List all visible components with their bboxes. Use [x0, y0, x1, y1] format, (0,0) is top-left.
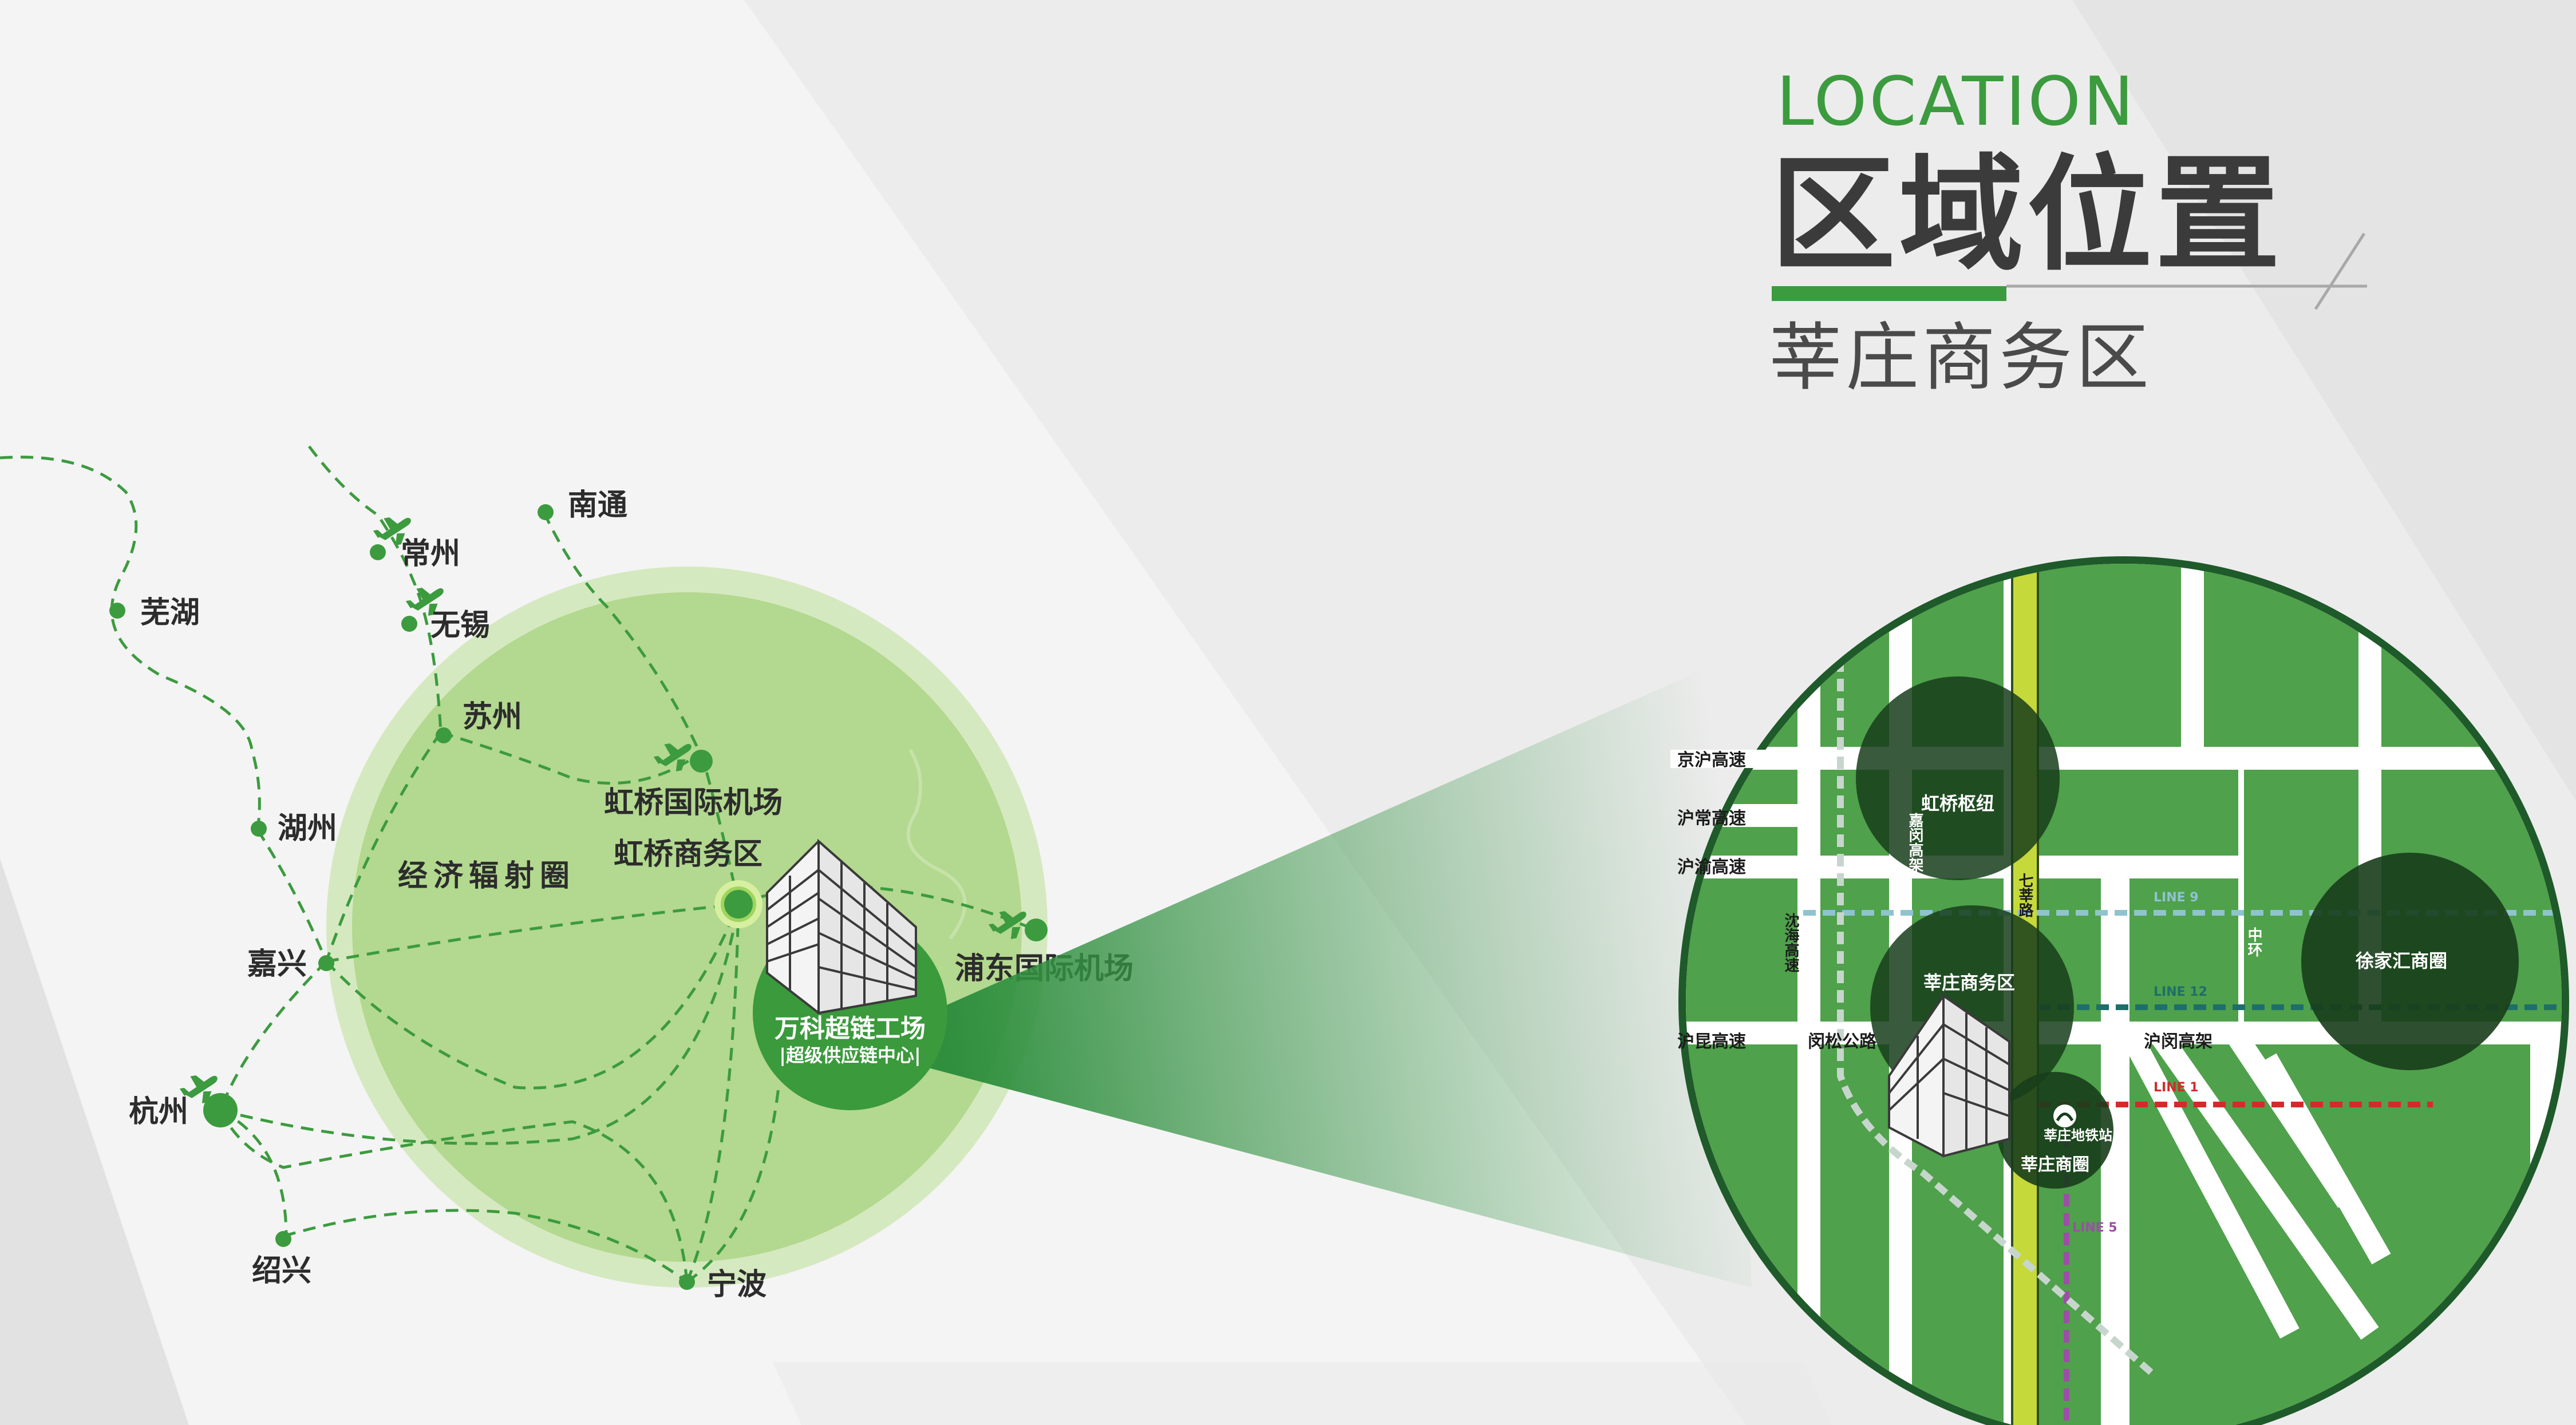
- hangzhou-dot: [203, 1093, 238, 1127]
- city-label: 湖州: [278, 812, 337, 846]
- city-label: 芜湖: [140, 596, 200, 630]
- warehouse-building-icon: [1888, 993, 2010, 1158]
- hongqiao-hub-bubble: [1856, 676, 2060, 880]
- routes: [0, 445, 1037, 1284]
- city-dots: [109, 504, 1048, 1290]
- city-label: 绍兴: [252, 1254, 311, 1288]
- road-label: 沪渝高速: [1677, 857, 1746, 877]
- metro-line-label: LINE 5: [2072, 1221, 2117, 1235]
- page-subtitle: 莘庄商务区: [1769, 315, 2153, 401]
- wuxi-dot: [401, 616, 417, 632]
- vertical-road-label: 七莘路: [2016, 873, 2033, 917]
- metro-line-label: LINE 9: [2154, 890, 2199, 905]
- city-label: 苏州: [463, 700, 522, 734]
- pudong-airport-dot: [1025, 919, 1048, 941]
- xujiahui-bubble: [2301, 853, 2519, 1070]
- economic-zone-circle: [352, 592, 1022, 1262]
- hongqiao-airport-dot: [690, 750, 713, 773]
- zone-label: 经济辐射圈: [398, 859, 575, 893]
- district-label: 徐家汇商圈: [2355, 950, 2447, 972]
- wuhu-dot: [109, 603, 125, 619]
- regional-map: 芜湖 常州 无锡 南通 苏州 湖州 嘉兴 杭州 绍兴 宁波 虹桥国际机场 虹桥商…: [0, 445, 1133, 1302]
- city-label: 南通: [568, 488, 627, 522]
- station-label: 莘庄地铁站: [2044, 1127, 2112, 1143]
- vertical-road-label: 嘉闵高架: [1906, 813, 1923, 872]
- district-label: 莘庄商圈: [2021, 1155, 2089, 1175]
- hongqiao-cbd-dot: [721, 886, 756, 922]
- road-label: 京沪高速: [1677, 750, 1746, 770]
- changzhou-dot: [370, 544, 386, 560]
- shaoxing-dot: [275, 1231, 291, 1247]
- district-label: 莘庄商务区: [1923, 972, 2015, 993]
- warehouse-building-icon: [766, 838, 917, 1015]
- hub-label: 虹桥商务区: [614, 837, 762, 872]
- project-name: 万科超链工场: [775, 1014, 926, 1043]
- metro-line-label: LINE 12: [2154, 985, 2207, 999]
- district-label: 虹桥枢纽: [1921, 793, 1994, 814]
- vertical-road-label: 中环: [2245, 927, 2262, 957]
- huzhou-dot: [251, 821, 267, 837]
- ningbo-dot: [679, 1274, 695, 1290]
- city-label: 无锡: [430, 608, 490, 643]
- page-title: 区域位置: [1771, 143, 2283, 288]
- metro-station-icon: [2053, 1105, 2076, 1127]
- project-subtitle: |超级供应链中心|: [779, 1044, 920, 1067]
- metro-line-label: LINE 1: [2154, 1080, 2199, 1095]
- city-label: 常州: [401, 537, 460, 571]
- road-label: 闵松公路: [1808, 1032, 1877, 1052]
- vertical-road-label: 外环: [2105, 927, 2123, 957]
- project-badge: 万科超链工场 |超级供应链中心|: [753, 838, 947, 1110]
- suzhou-dot: [436, 727, 452, 743]
- vertical-road-label: 沈海高速: [1782, 913, 1799, 972]
- city-label: 宁波: [707, 1268, 767, 1302]
- nantong-dot: [538, 504, 554, 520]
- city-label: 杭州: [129, 1095, 188, 1129]
- road-label: 沪常高速: [1677, 809, 1746, 829]
- jiaxing-dot: [318, 955, 334, 971]
- city-label: 嘉兴: [247, 947, 307, 981]
- hub-label: 虹桥国际机场: [604, 786, 783, 820]
- title-underline: [1772, 232, 2367, 310]
- road-label: 沪闵高架: [2144, 1032, 2212, 1052]
- local-map: 京沪高速 沪常高速 沪渝高速 沪昆高速 闵松公路 沪闵高架 嘉闵高架 沈海高速 …: [1670, 556, 2569, 1425]
- zoom-beam: [916, 658, 1752, 1288]
- xinzhuang-shopping-bubble: [1997, 1072, 2113, 1189]
- location-label: LOCATION: [1776, 62, 2136, 141]
- road-label: 沪昆高速: [1677, 1032, 1746, 1052]
